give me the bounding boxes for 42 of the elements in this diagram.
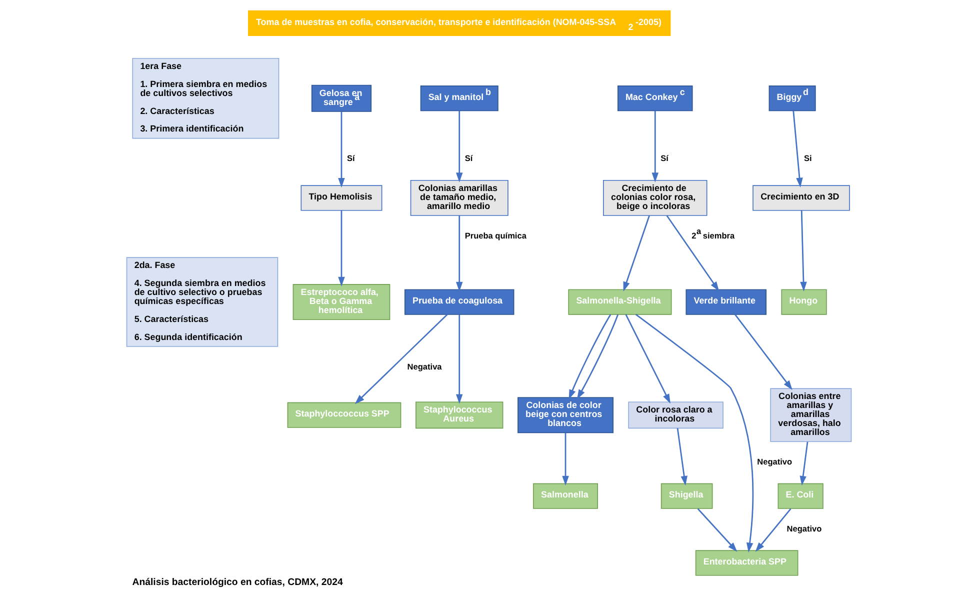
node-box: Staphyloccoccus SPP <box>286 402 401 428</box>
arrow <box>455 216 462 292</box>
arrow <box>455 110 462 182</box>
node-box: Tipo Hemolisis <box>300 185 382 211</box>
node-box: Staphylococcus Aureus <box>415 402 503 429</box>
arrow <box>338 111 344 188</box>
arrow <box>634 314 754 552</box>
arrow <box>792 110 802 188</box>
arrow <box>562 432 568 486</box>
node-box: Crecimiento en 3D <box>752 185 850 211</box>
arrow <box>622 215 650 292</box>
node-box: Colonias entre amarillas y amarillas verdosas, halo amarillos <box>770 388 852 442</box>
arrow <box>676 428 688 486</box>
arrow <box>799 442 808 486</box>
arrow <box>651 110 658 182</box>
node-box: Colonias de color beige con centros blancos <box>517 397 613 434</box>
arrow <box>800 210 806 292</box>
node-box: E. Coli <box>777 483 823 509</box>
arrow <box>624 314 670 404</box>
arrow <box>754 508 791 552</box>
node-box: Prueba de coagulosa <box>404 289 514 315</box>
node-box: Shigella <box>660 483 712 509</box>
arrow <box>455 314 462 404</box>
arrow <box>576 314 618 400</box>
node-box: Crecimiento de colonias color rosa, beige o incoloras <box>602 180 707 216</box>
node-box: Color rosa claro a incoloras <box>628 402 723 429</box>
arrow <box>354 314 448 404</box>
node-box: Hongo <box>780 289 826 315</box>
node-box: Estreptococo alfa, Beta o Gamma hemolítica <box>292 284 390 320</box>
arrow <box>696 508 737 552</box>
node-box: Salmonella-Shigella <box>568 289 672 315</box>
node-box: Verde brillante <box>685 289 766 315</box>
node-box: Colonias amarillas de tamaño medio, amarillo medio <box>410 180 508 216</box>
arrow <box>666 215 719 292</box>
node-box: 2da. Fase 4. Segunda siembra en medios de cultivo selectivo o pruebas químicas específicas 5. Características 6. Segunda identificación <box>126 257 278 347</box>
node-box: 1era Fase 1. Primera siembra en medios de cultivos selectivos 2. Características 3. Primera identificación <box>132 58 279 139</box>
arrow <box>568 314 611 400</box>
node-box: Salmonella <box>532 483 598 509</box>
arrow <box>734 314 792 390</box>
node-box: Enterobacteria SPP <box>694 550 798 576</box>
caption: Análisis bacteriológico en cofias, CDMX, 2024 <box>132 577 342 588</box>
arrow <box>338 210 344 287</box>
